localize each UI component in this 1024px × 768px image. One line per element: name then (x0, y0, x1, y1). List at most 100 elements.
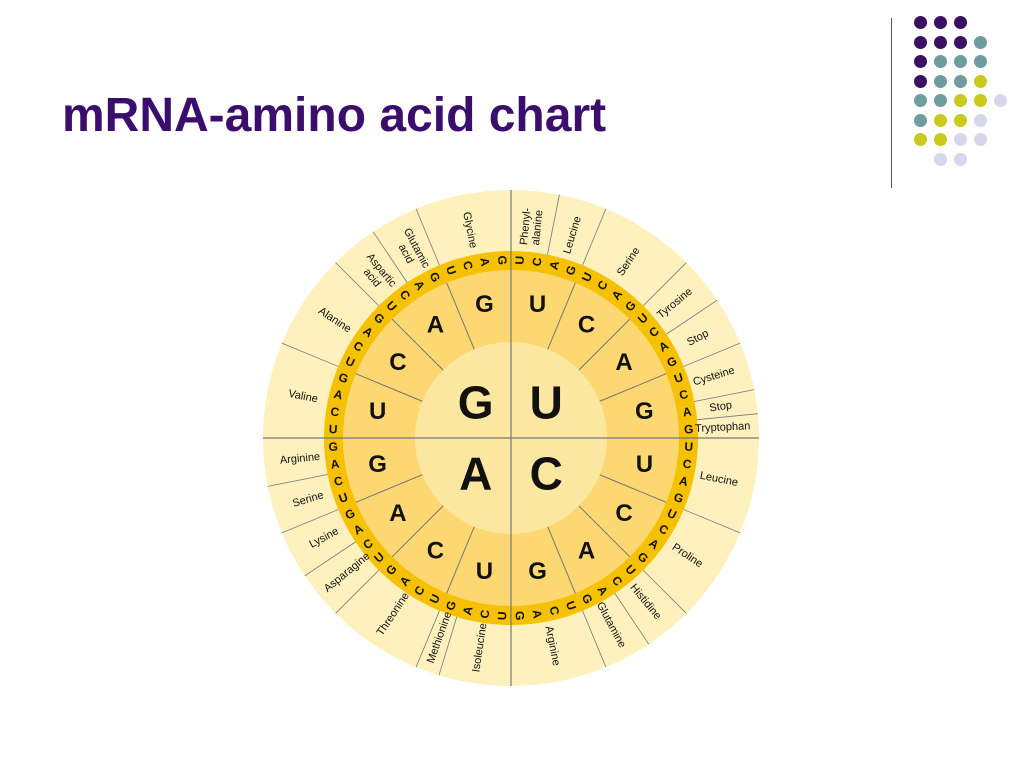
third-base-letter: A (530, 609, 545, 620)
amino-acid-divider (614, 593, 650, 645)
second-base-letter: U (636, 451, 653, 478)
decor-dot (934, 133, 947, 146)
second-base-letter: C (427, 538, 444, 565)
third-base-letter: U (513, 256, 527, 265)
amino-acid-divider (438, 616, 458, 676)
divider-line (891, 18, 892, 188)
decor-dot (934, 16, 947, 29)
second-base-letter: G (528, 558, 547, 585)
second-base-divider (391, 505, 444, 558)
decor-dot (914, 16, 927, 29)
decor-dot (954, 133, 967, 146)
third-base-letter: U (495, 611, 509, 620)
amino-acid-divider (281, 509, 339, 534)
decor-dot (954, 55, 967, 68)
second-base-letter: A (427, 311, 444, 338)
decor-dot (914, 133, 927, 146)
third-base-letter: C (332, 473, 344, 489)
second-base-divider (578, 505, 631, 558)
third-base-letter: G (443, 599, 459, 613)
amino-acid-divider (304, 541, 356, 577)
second-base-divider (547, 282, 576, 350)
third-base-letter: C (460, 259, 476, 271)
second-base-divider (355, 474, 423, 503)
third-base-letter: U (329, 422, 338, 436)
decor-dot (914, 94, 927, 107)
amino-acid-label: Valine (287, 388, 319, 406)
second-base-letter: A (389, 500, 406, 527)
decor-dot (954, 113, 967, 127)
amino-acid-divider (415, 610, 440, 668)
second-base-letter: C (578, 311, 595, 338)
amino-acid-divider (697, 413, 758, 421)
third-base-letter: C (330, 404, 341, 419)
first-base-letter: G (458, 377, 494, 429)
decor-dot (934, 113, 947, 127)
second-base-letter: G (475, 291, 494, 318)
amino-acid-divider (267, 474, 328, 487)
amino-acid-divider (547, 194, 560, 255)
third-base-letter: G (684, 422, 694, 436)
decor-dot (934, 152, 947, 166)
decor-dot (914, 35, 927, 49)
first-base-letter: U (530, 377, 563, 429)
amino-acid-divider (582, 610, 607, 668)
second-base-letter: C (389, 349, 406, 376)
third-base-letter: C (477, 608, 492, 619)
decor-dot (974, 133, 987, 146)
amino-acid-divider (582, 208, 607, 266)
decor-dot (954, 16, 967, 29)
third-base-letter: G (328, 440, 338, 454)
amino-acid-divider (642, 569, 687, 614)
second-base-divider (599, 373, 667, 402)
amino-acid-label: Stop (709, 399, 733, 414)
second-base-divider (578, 318, 631, 371)
third-base-letter: A (477, 257, 492, 268)
third-base-letter: G (563, 264, 579, 278)
second-base-divider (446, 282, 475, 350)
third-base-letter: G (495, 255, 509, 265)
first-base-letter: C (530, 447, 563, 499)
amino-acid-divider (683, 509, 741, 534)
amino-acid-divider (415, 208, 440, 266)
amino-acid-divider (281, 342, 339, 367)
decor-dot (934, 74, 947, 88)
third-base-letter: A (460, 604, 476, 616)
amino-acid-divider (642, 262, 687, 307)
decor-dot (954, 152, 967, 166)
third-base-letter: A (332, 387, 344, 403)
decor-dot (914, 55, 927, 68)
decor-dot (974, 94, 987, 107)
decor-dot (974, 55, 987, 68)
amino-acid-divider (683, 342, 741, 367)
second-base-letter: U (369, 398, 386, 425)
third-base-letter: C (682, 457, 693, 472)
second-base-letter: U (529, 291, 546, 318)
decor-dot (914, 74, 927, 88)
amino-acid-label: Tryptophan (695, 420, 751, 435)
second-base-letter: C (615, 500, 632, 527)
amino-acid-divider (694, 389, 755, 402)
second-base-divider (547, 526, 576, 594)
decor-dot (934, 55, 947, 68)
third-base-letter: A (546, 259, 562, 271)
first-base-letter: A (459, 447, 492, 499)
third-base-letter: A (330, 457, 341, 472)
third-base-letter: G (337, 370, 351, 386)
third-base-letter: G (513, 611, 527, 621)
decor-dot (974, 74, 987, 88)
third-base-letter: A (678, 473, 690, 489)
decor-dot (994, 94, 1007, 107)
third-base-letter: A (682, 404, 693, 419)
amino-acid-divider (335, 262, 380, 307)
decor-dot (954, 35, 967, 49)
amino-acid-divider (666, 299, 718, 335)
second-base-divider (355, 373, 423, 402)
amino-acid-divider (335, 569, 380, 614)
decor-dot (934, 35, 947, 49)
amino-acid-label: Phenyl-alanine (518, 207, 546, 247)
second-base-letter: A (578, 538, 595, 565)
third-base-letter: U (684, 440, 693, 454)
decor-dot (934, 94, 947, 107)
